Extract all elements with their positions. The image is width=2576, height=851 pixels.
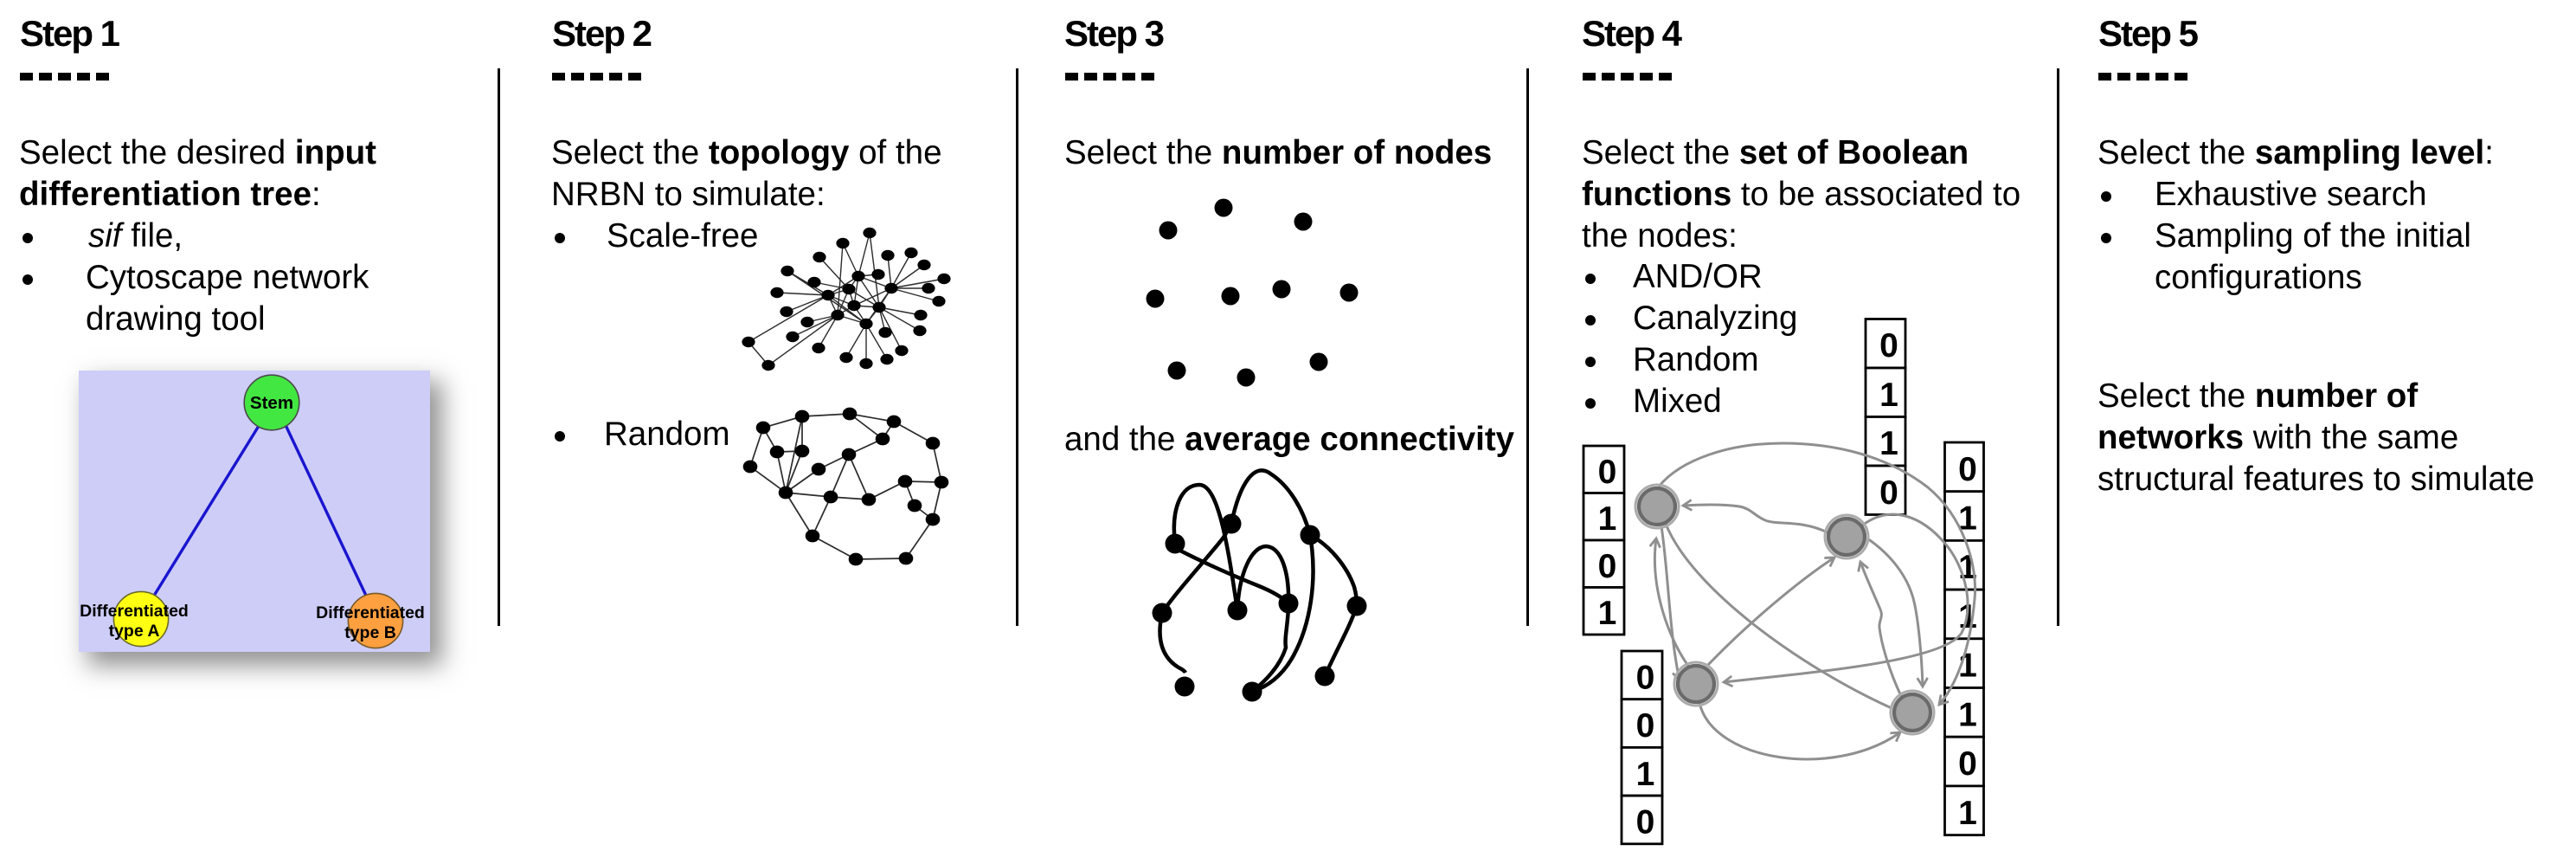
svg-text:0: 0 (1636, 804, 1655, 841)
svg-text:1: 1 (1598, 595, 1617, 632)
svg-text:1: 1 (1636, 756, 1655, 793)
svg-text:0: 0 (1958, 451, 1977, 488)
svg-text:1: 1 (1958, 500, 1977, 538)
svg-text:0: 0 (1598, 548, 1617, 585)
svg-text:1: 1 (1879, 377, 1898, 414)
svg-text:1: 1 (1598, 500, 1617, 538)
svg-text:0: 0 (1598, 454, 1617, 491)
svg-text:type B: type B (344, 623, 396, 642)
svg-text:0: 0 (1636, 707, 1655, 745)
svg-text:Differentiated: Differentiated (316, 603, 425, 622)
svg-text:1: 1 (1879, 425, 1898, 462)
svg-text:1: 1 (1958, 696, 1977, 733)
svg-text:0: 0 (1958, 745, 1977, 783)
svg-text:0: 0 (1636, 659, 1655, 696)
svg-text:Differentiated: Differentiated (80, 602, 189, 621)
svg-text:0: 0 (1879, 474, 1898, 512)
svg-text:type A: type A (109, 622, 160, 641)
svg-text:Stem: Stem (250, 393, 293, 413)
svg-text:0: 0 (1879, 327, 1898, 364)
svg-text:1: 1 (1958, 795, 1977, 832)
